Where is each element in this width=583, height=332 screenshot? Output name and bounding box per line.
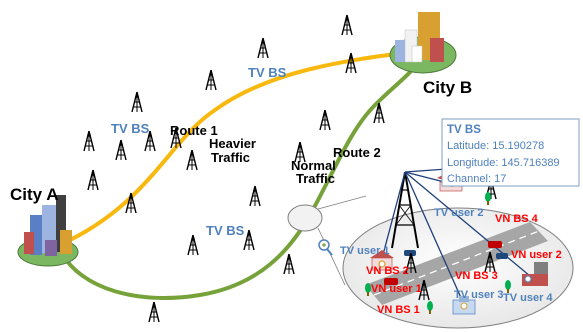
route-2-traffic-line2: Traffic — [296, 171, 335, 186]
info-latitude: Latitude: 15.190278 — [447, 140, 544, 152]
vn-bs-1-label: VN BS 1 — [377, 304, 420, 316]
route-2-traffic-line1: Normal — [291, 158, 336, 173]
tv-user-3-label: TV user 3 — [454, 289, 504, 301]
city-b-icon — [389, 12, 457, 74]
info-title: TV BS — [447, 124, 481, 136]
vn-bs-2-label: VN BS 2 — [366, 265, 409, 277]
route-1-label: Route 1 — [170, 123, 218, 138]
tv-user-1-label: TV user 1 — [340, 245, 390, 257]
route-1-traffic-line2: Traffic — [211, 150, 250, 165]
tv-user-1-icon — [370, 250, 394, 271]
city-b-label: City B — [423, 78, 472, 97]
city-a-icon — [17, 195, 79, 267]
magnifier-icon — [318, 239, 333, 256]
tv-user-2-label: TV user 2 — [434, 207, 484, 219]
tv-bs-label-2: TV BS — [111, 121, 150, 136]
tv-user-3-icon — [452, 296, 476, 315]
tv-bs-info-box: TV BS Latitude: 15.190278 Longitude: 145… — [441, 118, 580, 187]
route-2-label: Route 2 — [333, 145, 381, 160]
zoom-connector-top — [317, 195, 367, 210]
zoom-source-circle — [287, 204, 323, 232]
tv-user-4-icon — [522, 262, 548, 286]
tv-user-4-label: TV user 4 — [503, 292, 553, 304]
info-longitude: Longitude: 145.716389 — [447, 157, 560, 169]
route-1-traffic-line1: Heavier — [209, 136, 256, 151]
tv-bs-label-1: TV BS — [248, 65, 287, 80]
tv-bs-main-tower — [391, 171, 419, 249]
signal-lines — [379, 168, 531, 301]
vn-user-car-icons — [384, 241, 508, 285]
zoom-connector-bottom — [317, 227, 346, 286]
tv-bs-label-3: TV BS — [206, 223, 245, 238]
city-a-label: City A — [10, 185, 59, 204]
vn-bs-3-label: VN BS 3 — [455, 270, 498, 282]
vn-bs-4-label: VN BS 4 — [495, 213, 539, 225]
info-channel: Channel: 17 — [447, 173, 506, 185]
vn-user-1-label: VN user 1 — [371, 283, 422, 295]
vn-user-2-label: VN user 2 — [511, 249, 562, 261]
tree-icons — [365, 192, 511, 314]
